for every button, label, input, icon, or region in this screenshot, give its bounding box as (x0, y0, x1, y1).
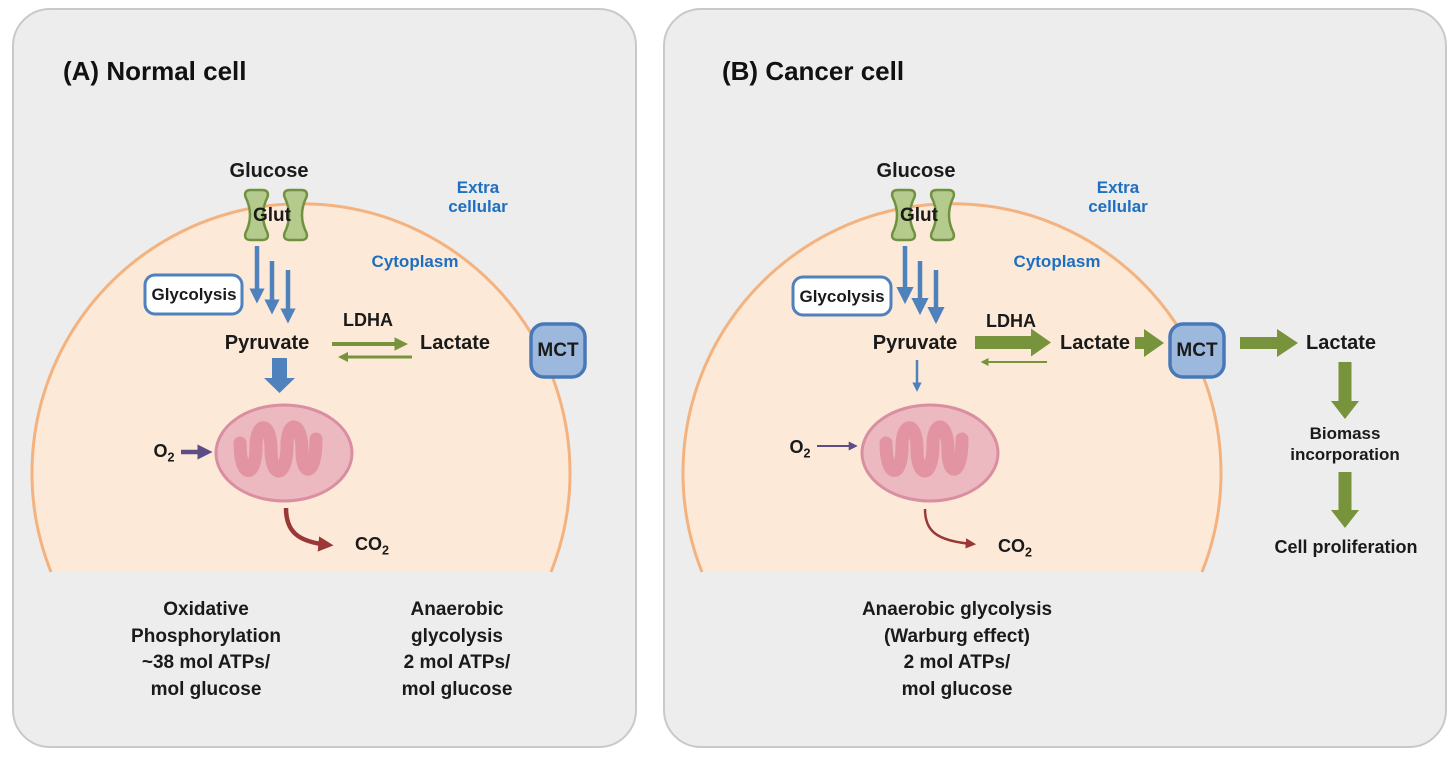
extracellular-line1: Extra (456, 178, 500, 197)
caption-line: 2 mol ATPs/ (903, 652, 1011, 673)
mct-transporter-box (529, 322, 587, 379)
biomass-incorporation-label: Biomass incorporation (1290, 423, 1400, 465)
glucose-label: Glucose (229, 160, 309, 182)
ldha-reversible-arrows (975, 328, 1051, 366)
panel-a-title: (A) Normal cell (63, 56, 247, 86)
cell-proliferation-label: Cell proliferation (1274, 537, 1418, 557)
caption-line: Anaerobic (410, 599, 504, 620)
glycolysis-arrows (896, 246, 945, 325)
pyruvate-to-mitochondria-arrow (264, 358, 295, 393)
o2-label: O2 (789, 437, 810, 461)
lactate-label: Lactate (1059, 332, 1131, 354)
co2-base: CO (997, 536, 1025, 556)
co2-sub: 2 (1024, 545, 1033, 560)
lactate-to-mct-arrow (1135, 329, 1164, 357)
extracellular-line1: Extra (1096, 178, 1140, 197)
o2-base: O (153, 441, 168, 461)
cell-body (31, 203, 570, 572)
panel-normal-cell: (A) Normal cell Glucose Glut Extra cellu… (12, 8, 637, 748)
mitochondria-icon (860, 403, 1000, 503)
o2-sub: 2 (803, 446, 811, 461)
glut-label: Glut (900, 205, 938, 226)
o2-sub: 2 (167, 450, 175, 465)
mct-label: MCT (537, 340, 579, 361)
glut-transporter-icon (243, 188, 309, 242)
biomass-to-proliferation-arrow (1331, 472, 1359, 528)
pyruvate-label: Pyruvate (872, 332, 958, 354)
mct-transporter-box (1168, 322, 1226, 379)
extracellular-label: Extra cellular (448, 178, 508, 216)
extracellular-line2: cellular (448, 197, 508, 217)
caption-line: ~38 mol ATPs/ (141, 652, 271, 673)
lactate-to-biomass-arrow (1331, 362, 1359, 419)
pyruvate-label: Pyruvate (224, 332, 310, 354)
cell-body (683, 203, 1221, 572)
normal-cell-drawing (30, 188, 587, 573)
co2-arrow (923, 508, 977, 549)
caption-line: Phosphorylation (131, 625, 281, 647)
glycolysis-box (791, 275, 893, 317)
panel-b-title: (B) Cancer cell (722, 56, 905, 86)
caption-line: mol glucose (901, 678, 1013, 700)
ldha-label: LDHA (986, 311, 1036, 331)
o2-base: O (789, 437, 804, 457)
caption-anaerobic-glycolysis: Anaerobic glycolysis 2 mol ATPs/ mol glu… (402, 597, 513, 703)
biomass-line1: Biomass (1309, 424, 1381, 443)
cancer-cell-drawing (681, 188, 1359, 573)
co2-sub: 2 (381, 543, 390, 558)
pyruvate-to-lactate-thick-arrow (975, 328, 1051, 357)
ldha-label: LDHA (343, 310, 393, 330)
glycolysis-box (143, 273, 244, 316)
cytoplasm-label: Cytoplasm (371, 252, 459, 271)
co2-arrow (283, 507, 334, 552)
co2-label: CO2 (998, 536, 1032, 560)
cytoplasm-label: Cytoplasm (1013, 252, 1101, 271)
co2-label: CO2 (355, 534, 389, 558)
caption-line: glycolysis (411, 625, 503, 647)
ldha-reversible-arrows (332, 337, 412, 363)
caption-line: Anaerobic glycolysis (861, 599, 1053, 620)
lactate-label: Lactate (419, 332, 491, 354)
panel-cancer-cell: (B) Cancer cell Glucose Glut Extra cellu… (663, 8, 1447, 748)
co2-base: CO (354, 534, 382, 554)
caption-oxidative-phosphorylation: Oxidative Phosphorylation ~38 mol ATPs/ … (131, 597, 281, 703)
glut-label: Glut (253, 205, 291, 226)
mitochondria-icon (214, 403, 354, 503)
caption-line: (Warburg effect) (883, 625, 1031, 647)
glycolysis-label: Glycolysis (151, 285, 237, 304)
mct-export-arrow (1240, 329, 1298, 357)
lactate-export-label: Lactate (1305, 332, 1377, 354)
extracellular-line2: cellular (1088, 197, 1148, 217)
caption-line: mol glucose (401, 678, 513, 700)
mct-label: MCT (1176, 340, 1218, 361)
caption-line: 2 mol ATPs/ (403, 652, 511, 673)
glycolysis-label: Glycolysis (799, 287, 885, 306)
glycolysis-arrows (249, 246, 296, 324)
glucose-label: Glucose (876, 160, 956, 182)
extracellular-label: Extra cellular (1088, 178, 1148, 216)
o2-label: O2 (153, 441, 174, 465)
caption-line: mol glucose (150, 678, 262, 700)
biomass-line2: incorporation (1290, 445, 1400, 464)
caption-line: Oxidative (163, 599, 249, 620)
caption-warburg: Anaerobic glycolysis (Warburg effect) 2 … (862, 597, 1052, 703)
glut-transporter-icon (890, 188, 956, 242)
